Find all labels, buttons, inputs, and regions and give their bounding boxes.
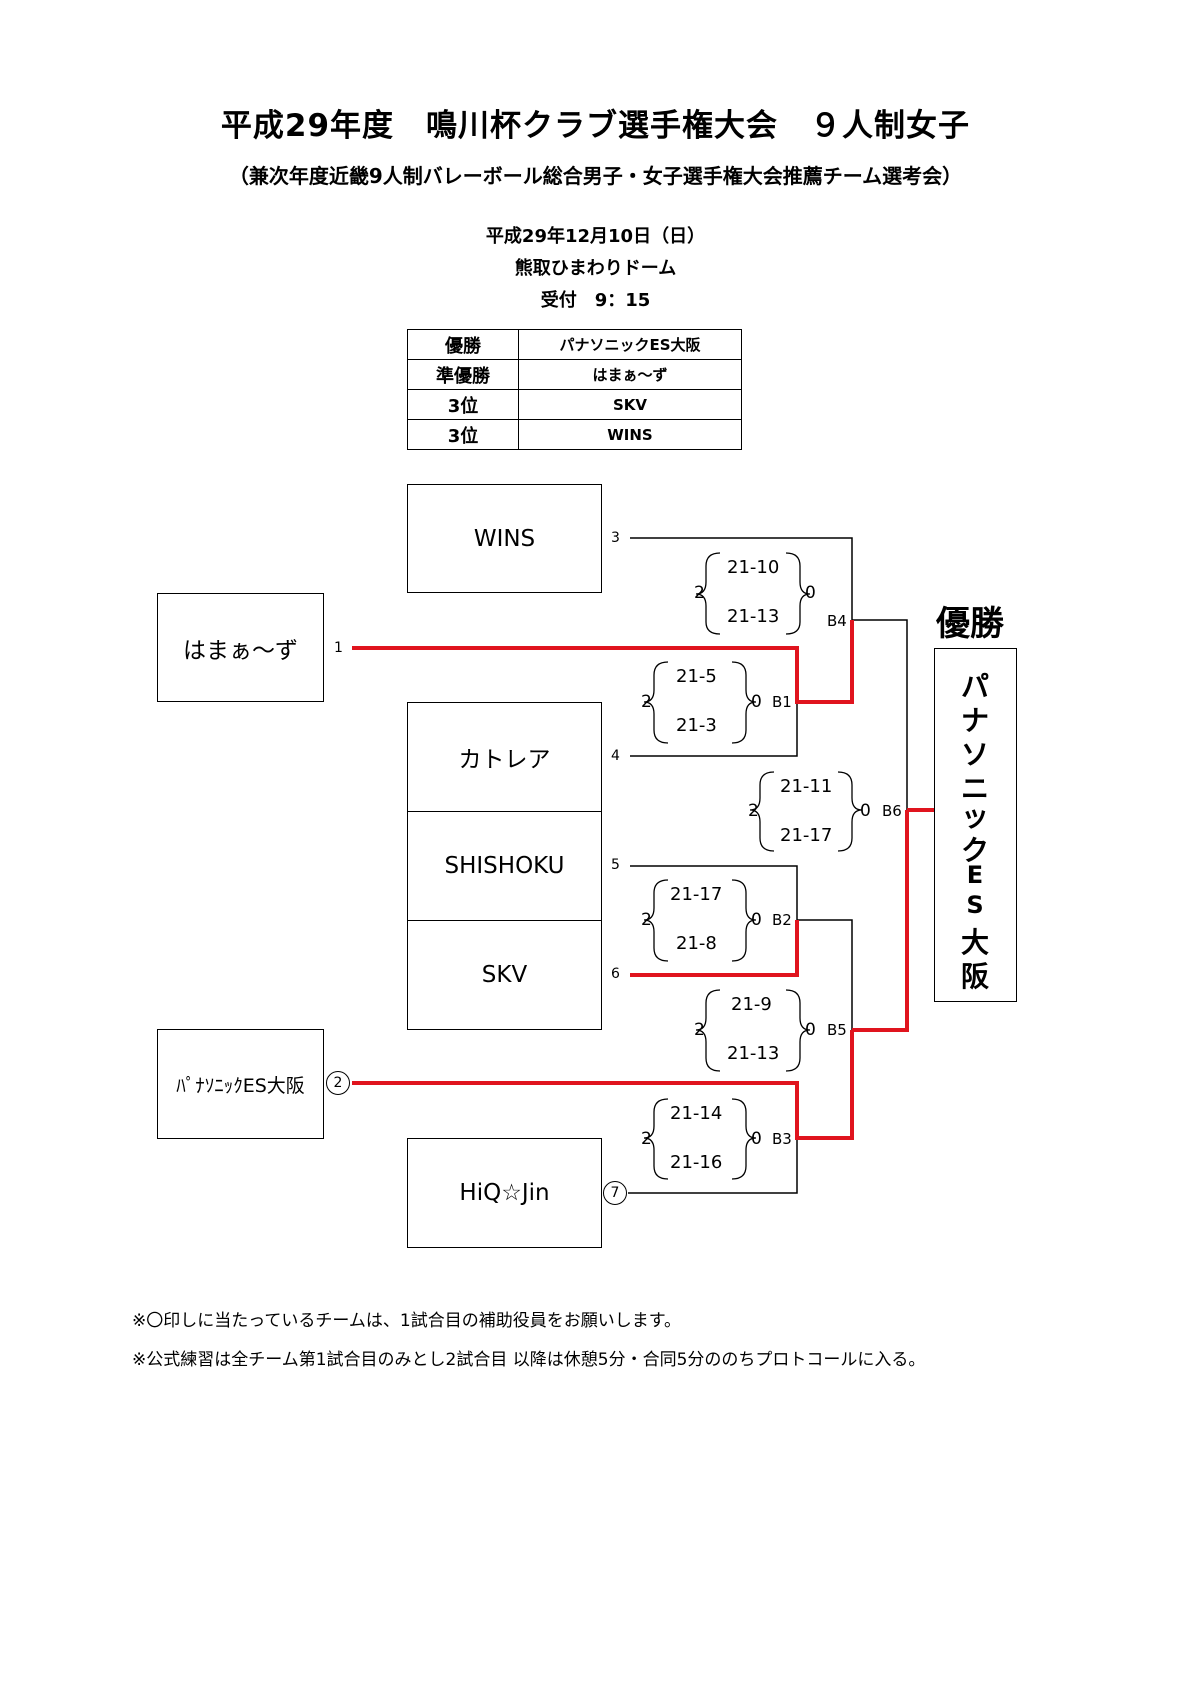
- match-label: B6: [882, 802, 902, 820]
- match-wins-right: 0: [751, 692, 762, 712]
- match-wins-right: 0: [805, 583, 816, 603]
- match-label: B5: [827, 1021, 847, 1039]
- match-wins-left: 2: [641, 910, 652, 930]
- champion-char: ッ: [960, 800, 989, 833]
- match-wins-left: 2: [748, 801, 759, 821]
- team-box-wins: WINS: [407, 484, 602, 593]
- match-wins-right: 0: [860, 801, 871, 821]
- team-cell: WINS: [518, 419, 742, 450]
- winner-line-skv: [630, 920, 799, 977]
- brace-b1-left: [643, 661, 669, 744]
- champion-char: ニ: [960, 772, 989, 805]
- team-cell: パナソニックES大阪: [518, 329, 742, 360]
- note-practice: ※公式練習は全チーム第1試合目のみとし2試合目 以降は休憩5分・合同5分ののちプ…: [132, 1350, 926, 1370]
- bracket-line-b2-b5: [797, 919, 853, 1030]
- bracket-line-hiq: [628, 1138, 798, 1194]
- bracket-line-shishoku: [630, 865, 798, 920]
- bracket-line-b4-b6: [852, 619, 908, 810]
- team-box-panasonic: ﾊﾟﾅｿﾆｯｸES大阪: [157, 1029, 324, 1139]
- set-score: 21-8: [676, 933, 717, 954]
- team-box-hiqjin: HiQ☆Jin: [407, 1138, 602, 1248]
- champion-char: ナ: [960, 704, 989, 737]
- champion-char: ク: [960, 834, 989, 867]
- team-box-skv: SKV: [407, 920, 602, 1030]
- seed-number: 4: [611, 748, 620, 764]
- seed-number: 6: [611, 966, 620, 982]
- brace-b4-right: [785, 552, 811, 635]
- brace-b3-right: [731, 1098, 757, 1180]
- brace-b2-left: [643, 879, 669, 962]
- event-date: 平成29年12月10日（日）: [485, 226, 706, 247]
- brace-b5-left: [695, 989, 721, 1072]
- set-score: 21-16: [670, 1152, 723, 1173]
- set-score: 21-17: [670, 884, 723, 905]
- winner-line-b5-b6: [852, 810, 909, 1032]
- set-score: 21-13: [727, 1043, 780, 1064]
- page-subtitle: （兼次年度近畿9人制バレーボール総合男子・女子選手権大会推薦チーム選考会）: [228, 164, 963, 188]
- score-braces: [643, 552, 863, 1180]
- champion-char: E: [966, 861, 984, 889]
- champion-char: 大: [960, 926, 989, 959]
- note-officials: ※〇印しに当たっているチームは、1試合目の補助役員をお願いします。: [132, 1311, 681, 1331]
- match-label: B2: [772, 911, 792, 929]
- team-box-hamazu: はまぁ～ず: [157, 593, 324, 702]
- set-score: 21-10: [727, 557, 780, 578]
- table-row: 準優勝はまぁ～ず: [407, 359, 742, 390]
- match-wins-left: 2: [694, 583, 705, 603]
- set-score: 21-9: [731, 994, 772, 1015]
- table-row: 優勝パナソニックES大阪: [407, 329, 742, 360]
- winner-line-panasonic: [352, 1030, 854, 1140]
- brace-b6-left: [749, 771, 775, 852]
- team-box-katorea: カトレア: [407, 702, 602, 812]
- match-wins-left: 2: [694, 1020, 705, 1040]
- champion-label: 優勝: [936, 604, 1004, 644]
- seed-number: 1: [334, 640, 343, 656]
- seed-number: 5: [611, 857, 620, 873]
- seed-number: 3: [611, 530, 620, 546]
- match-wins-left: 2: [641, 1129, 652, 1149]
- set-score: 21-17: [780, 825, 833, 846]
- team-box-shishoku: SHISHOKU: [407, 811, 602, 921]
- bracket-line-wins: [630, 537, 853, 620]
- brace-b2-right: [731, 879, 757, 962]
- champion-char: S: [966, 891, 984, 919]
- set-score: 21-14: [670, 1103, 723, 1124]
- event-venue: 熊取ひまわりドーム: [514, 258, 677, 279]
- set-score: 21-11: [780, 776, 833, 797]
- champion-char: 阪: [960, 960, 989, 993]
- place-cell: 3位: [407, 419, 519, 450]
- match-label: B1: [772, 693, 792, 711]
- set-score: 21-5: [676, 666, 717, 687]
- winner-line-hamazu: [352, 620, 854, 704]
- match-wins-right: 0: [751, 1129, 762, 1149]
- champion-box: パ ナ ソ ニ ッ ク E S 大 阪: [934, 648, 1017, 1002]
- team-cell: はまぁ～ず: [518, 359, 742, 390]
- bracket-line-katorea: [630, 702, 798, 757]
- match-label: B4: [827, 612, 847, 630]
- set-score: 21-13: [727, 606, 780, 627]
- place-cell: 3位: [407, 389, 519, 420]
- place-cell: 準優勝: [407, 359, 519, 390]
- champion-char: ソ: [960, 738, 989, 771]
- match-wins-left: 2: [641, 692, 652, 712]
- match-wins-right: 0: [751, 910, 762, 930]
- brace-b3-left: [643, 1098, 669, 1180]
- page-title: 平成29年度 鳴川杯クラブ選手権大会 ９人制女子: [220, 108, 971, 144]
- brace-b5-right: [785, 989, 811, 1072]
- seed-circle: 7: [603, 1181, 627, 1205]
- place-cell: 優勝: [407, 329, 519, 360]
- brace-b4-left: [695, 552, 721, 635]
- champion-char: パ: [960, 670, 989, 703]
- match-wins-right: 0: [805, 1020, 816, 1040]
- brace-b1-right: [731, 661, 757, 744]
- match-label: B3: [772, 1130, 792, 1148]
- reception-time: 受付 9：15: [540, 290, 651, 311]
- set-score: 21-3: [676, 715, 717, 736]
- brace-b6-right: [837, 771, 863, 852]
- seed-circle: 2: [326, 1071, 350, 1095]
